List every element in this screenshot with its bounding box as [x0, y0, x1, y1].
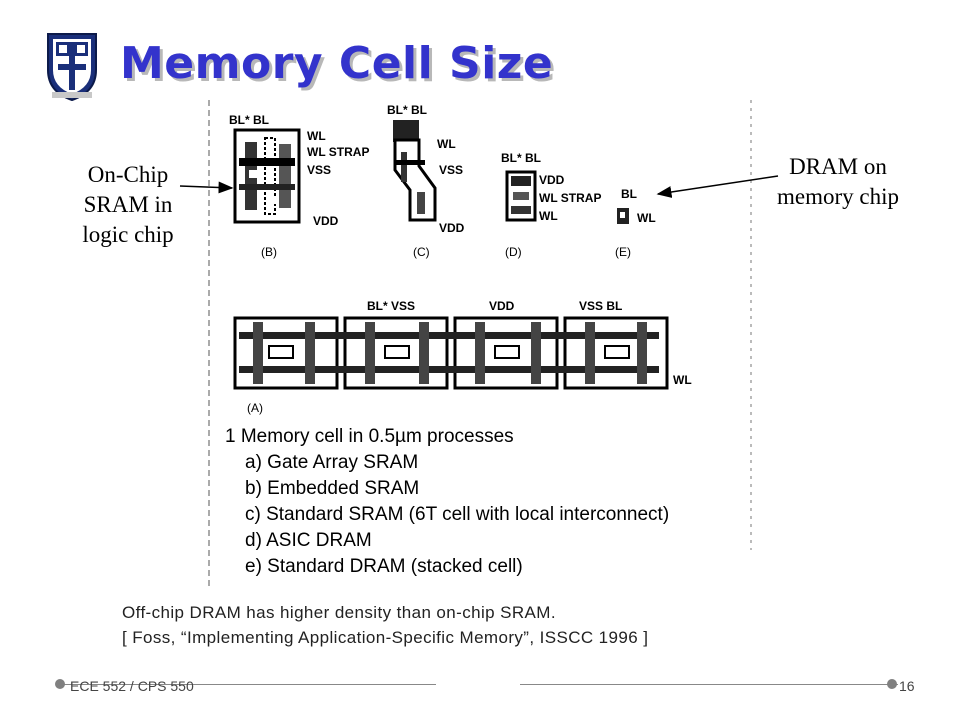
cell-a-layout	[233, 316, 669, 390]
cell-c-layout	[393, 120, 437, 222]
footer-course-label: ECE 552 / CPS 550	[70, 678, 194, 694]
cell-c-label-bl: BL* BL	[387, 103, 427, 117]
footer-rule-right	[520, 684, 898, 685]
cell-a-tag: (A)	[247, 401, 263, 415]
figure-list-item-a: a) Gate Array SRAM	[245, 452, 418, 473]
footer-page-number: 16	[899, 678, 915, 694]
left-callout-line-3: logic chip	[82, 222, 174, 247]
footer-rule-left	[56, 684, 436, 685]
dram-memory-chip-callout: DRAM on memory chip	[752, 152, 924, 212]
cell-c-label-vss: VSS	[439, 163, 463, 177]
memory-cell-layout-figure: BL* BL WL WL STRAP VSS VDD (B) BL* BL WL…	[208, 100, 752, 590]
caption-citation: [ Foss, “Implementing Application-Specif…	[122, 628, 649, 647]
cell-a-label-vdd: VDD	[489, 299, 515, 313]
cell-e-tag: (E)	[615, 245, 631, 259]
cell-d-label-vdd: VDD	[539, 173, 565, 187]
university-shield-logo	[47, 33, 97, 102]
figure-list-item-c: c) Standard SRAM (6T cell with local int…	[245, 504, 669, 525]
cell-d-tag: (D)	[505, 245, 522, 259]
cell-d-label-wl: WL	[539, 209, 558, 223]
on-chip-sram-callout: On-Chip SRAM in logic chip	[62, 160, 194, 250]
cell-b-label-vdd: VDD	[313, 214, 339, 228]
cell-b-layout	[233, 128, 301, 224]
cell-b-tag: (B)	[261, 245, 277, 259]
cell-e-label-wl: WL	[637, 211, 656, 225]
cell-a-label-bl-vss: BL* VSS	[367, 299, 415, 313]
cell-c-tag: (C)	[413, 245, 430, 259]
cell-e-layout	[617, 208, 629, 224]
figure-list-item-e: e) Standard DRAM (stacked cell)	[245, 556, 523, 577]
cell-d-label-bl: BL* BL	[501, 151, 541, 165]
cell-d-layout	[505, 170, 537, 222]
left-callout-line-1: On-Chip	[87, 162, 169, 187]
cell-e-label-bl: BL	[621, 187, 637, 201]
cell-a-label-vss-bl: VSS BL	[579, 299, 622, 313]
right-callout-line-2: memory chip	[777, 184, 899, 209]
figure-heading: 1 Memory cell in 0.5µm processes	[225, 426, 514, 447]
slide-title: Memory Cell Size	[120, 38, 554, 89]
cell-b-label-wl-strap: WL STRAP	[307, 145, 369, 159]
cell-d-label-wl-strap: WL STRAP	[539, 191, 601, 205]
figure-list-item-d: d) ASIC DRAM	[245, 530, 372, 551]
figure-list-item-b: b) Embedded SRAM	[245, 478, 419, 499]
cell-c-label-wl: WL	[437, 137, 456, 151]
left-callout-line-2: SRAM in	[83, 192, 173, 217]
right-callout-line-1: DRAM on	[789, 154, 887, 179]
footer-bullet-left	[55, 679, 65, 689]
cell-a-label-wl: WL	[673, 373, 692, 387]
cell-b-label-bl: BL* BL	[229, 113, 269, 127]
cell-b-label-vss: VSS	[307, 163, 331, 177]
footer-bullet-right	[887, 679, 897, 689]
cell-c-label-vdd: VDD	[439, 221, 465, 235]
caption-density-note: Off-chip DRAM has higher density than on…	[122, 603, 556, 622]
cell-b-label-wl: WL	[307, 129, 326, 143]
